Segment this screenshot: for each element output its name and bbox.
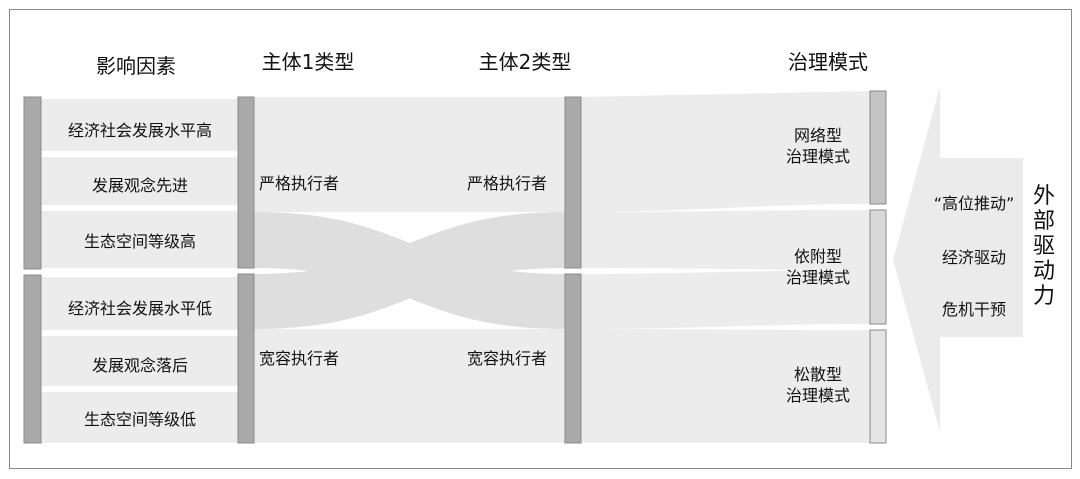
actor1-label-lenient: 宽容执行者	[259, 349, 340, 368]
flow-lenient-lenient	[254, 329, 565, 443]
flow-strict-strict	[254, 97, 565, 212]
factor-node-high	[23, 96, 42, 270]
mode-label-dependent: 依附型 治理模式	[786, 246, 850, 288]
flow-strict-network	[581, 91, 870, 212]
diagram-frame	[9, 9, 1072, 469]
actor1-node-lenient	[237, 273, 255, 444]
driver-item: “高位推动”	[933, 194, 1015, 213]
factor-band	[41, 277, 238, 330]
header-actor2: 主体2类型	[478, 50, 572, 74]
factor-label: 经济社会发展水平低	[67, 299, 213, 318]
mode-label-line: 治理模式	[785, 147, 851, 166]
header-actor1: 主体1类型	[261, 50, 355, 74]
mode-node-dependent	[869, 209, 887, 325]
flow-lenient-dependent	[581, 270, 870, 329]
mode-label-line: 依附型	[793, 247, 843, 266]
factor-label: 生态空间等级低	[83, 410, 197, 429]
actor1-node-strict	[237, 96, 255, 269]
mode-label-line: 松散型	[793, 365, 843, 384]
mode-label-line: 治理模式	[785, 386, 851, 405]
external-driver-arrow	[893, 86, 1023, 432]
actor1-label-strict: 严格执行者	[259, 174, 340, 193]
header-factors: 影响因素	[96, 54, 176, 78]
actor2-node-strict	[564, 96, 582, 269]
flow-lenient-to-strict	[254, 212, 565, 329]
mode-label-line: 治理模式	[785, 268, 851, 287]
header-mode: 治理模式	[788, 50, 868, 74]
factor-label: 发展观念落后	[91, 356, 189, 375]
mode-label-line: 网络型	[793, 126, 843, 145]
factor-node-low	[23, 274, 42, 444]
factor-band	[41, 211, 238, 268]
external-driver-title: 外部驱动力	[1032, 184, 1055, 309]
factor-band	[41, 336, 238, 386]
driver-item: 危机干预	[941, 300, 1007, 319]
mode-label-loose: 松散型 治理模式	[786, 364, 850, 406]
driver-item: 经济驱动	[941, 248, 1007, 267]
factor-band	[41, 99, 238, 151]
factor-label: 生态空间等级高	[83, 232, 197, 251]
factor-band	[41, 392, 238, 443]
flow-strict-dependent	[581, 210, 870, 270]
actor2-label-lenient: 宽容执行者	[467, 349, 548, 368]
actor2-label-strict: 严格执行者	[467, 174, 548, 193]
flow-lenient-loose	[581, 329, 870, 443]
mode-node-network	[869, 90, 887, 205]
factor-label: 经济社会发展水平高	[67, 121, 213, 140]
mode-node-loose	[869, 329, 887, 444]
factor-band	[41, 157, 238, 205]
factor-label: 发展观念先进	[91, 176, 189, 195]
actor2-node-lenient	[564, 273, 582, 444]
mode-label-network: 网络型 治理模式	[786, 125, 850, 167]
